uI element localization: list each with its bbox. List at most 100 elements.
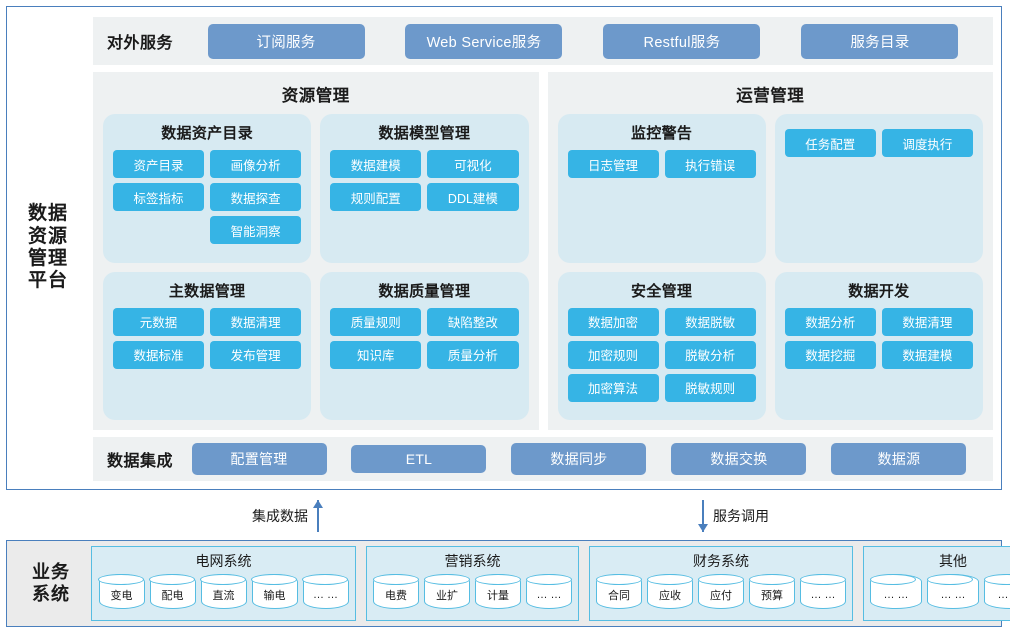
- card-monitoring-alerts[interactable]: 监控警告 日志管理 执行错误: [557, 114, 766, 263]
- card-security-management[interactable]: 安全管理 数据加密 数据脱敏 加密规则 脱敏分析 加密算法 脱敏规则: [557, 271, 766, 420]
- data-integration-button[interactable]: 数据同步: [511, 443, 647, 475]
- data-integration-button[interactable]: 数据源: [831, 443, 967, 475]
- panel-card-grid: 数据资产目录 资产目录 画像分析 标签指标 数据探查 智能洞察: [103, 114, 529, 420]
- tag[interactable]: 质量分析: [427, 340, 519, 369]
- database-icon[interactable]: … …: [525, 573, 572, 609]
- data-integration-button[interactable]: 数据交换: [671, 443, 807, 475]
- database-label: 合同: [608, 590, 630, 602]
- panel-title: 资源管理: [281, 87, 350, 105]
- database-label: 预算: [761, 590, 783, 602]
- database-icon[interactable]: 合同: [595, 573, 642, 609]
- data-integration-button[interactable]: ETL: [351, 445, 487, 473]
- panel-card-grid: 监控警告 日志管理 执行错误 任务配置 调度执行: [557, 114, 983, 420]
- database-label: … …: [997, 589, 1010, 601]
- data-integration-buttons: 配置管理 ETL 数据同步 数据交换 数据源: [173, 443, 979, 475]
- database-icon[interactable]: … …: [983, 573, 1010, 609]
- business-systems-title-line: 系统: [32, 583, 70, 604]
- business-group-finance: 财务系统 合同 应收 应付 预算 … …: [589, 546, 853, 621]
- card-task-scheduling[interactable]: 任务配置 调度执行: [774, 114, 983, 263]
- tag[interactable]: 调度执行: [881, 129, 973, 157]
- database-row: … … … … … …: [869, 573, 1010, 609]
- card-title: 数据模型管理: [378, 125, 471, 142]
- tag[interactable]: 数据探查: [210, 183, 302, 211]
- tag[interactable]: 脱敏分析: [664, 340, 756, 369]
- tag[interactable]: 数据标准: [113, 340, 205, 369]
- database-icon[interactable]: 直流: [200, 573, 247, 609]
- connector-label: 集成数据: [252, 508, 308, 524]
- external-service-button[interactable]: 订阅服务: [207, 23, 365, 59]
- database-icon[interactable]: 应收: [646, 573, 693, 609]
- tag[interactable]: 执行错误: [664, 150, 756, 178]
- card-title: 数据质量管理: [378, 282, 471, 300]
- arrow-up-icon: [312, 500, 324, 532]
- tag-grid: 任务配置 调度执行: [784, 129, 973, 157]
- tag[interactable]: 元数据: [113, 307, 205, 336]
- tag[interactable]: 加密规则: [567, 340, 659, 369]
- tag[interactable]: 知识库: [330, 340, 422, 369]
- tag[interactable]: 质量规则: [330, 307, 422, 336]
- card-data-development[interactable]: 数据开发 数据分析 数据清理 数据挖掘 数据建模: [774, 271, 983, 420]
- tag[interactable]: 数据加密: [567, 307, 659, 336]
- database-label: 业扩: [436, 590, 458, 602]
- card-data-model-management[interactable]: 数据模型管理 数据建模 可视化 规则配置 DDL建模: [320, 114, 529, 263]
- business-group-title: 营销系统: [444, 553, 501, 569]
- business-group-title: 财务系统: [693, 553, 749, 569]
- connector-zone: 集成数据 服务调用: [0, 492, 1010, 540]
- tag-grid: 日志管理 执行错误: [567, 150, 756, 178]
- tag[interactable]: 发布管理: [210, 340, 302, 369]
- database-icon[interactable]: 输电: [251, 573, 298, 609]
- card-master-data-management[interactable]: 主数据管理 元数据 数据清理 数据标准 发布管理: [103, 271, 312, 420]
- tag[interactable]: 数据挖掘: [784, 340, 876, 369]
- database-icon[interactable]: 电费: [372, 573, 419, 609]
- database-icon[interactable]: 预算: [748, 573, 795, 609]
- business-group-title: 其他: [939, 553, 967, 569]
- external-service-button[interactable]: Web Service服务: [405, 23, 563, 59]
- tag[interactable]: 脱敏规则: [664, 373, 756, 402]
- database-icon[interactable]: 应付: [697, 573, 744, 609]
- database-label: … …: [810, 589, 836, 601]
- card-title: 数据资产目录: [161, 125, 254, 142]
- database-label: 输电: [263, 590, 286, 602]
- tag[interactable]: 加密算法: [567, 373, 659, 402]
- tag[interactable]: 任务配置: [784, 129, 876, 157]
- database-icon[interactable]: 计量: [474, 573, 521, 609]
- tag[interactable]: 日志管理: [567, 150, 659, 178]
- tag[interactable]: 可视化: [427, 150, 519, 178]
- tag[interactable]: 缺陷整改: [427, 307, 519, 336]
- database-icon[interactable]: … …: [302, 573, 349, 609]
- external-services-band: 对外服务 订阅服务 Web Service服务 Restful服务 服务目录: [93, 17, 993, 65]
- external-service-button[interactable]: Restful服务: [603, 23, 761, 59]
- tag[interactable]: 数据清理: [210, 307, 302, 336]
- tag[interactable]: DDL建模: [427, 183, 519, 211]
- tag[interactable]: 数据清理: [881, 307, 973, 336]
- tag[interactable]: 数据建模: [881, 340, 973, 369]
- card-data-quality-management[interactable]: 数据质量管理 质量规则 缺陷整改 知识库 质量分析: [320, 271, 529, 420]
- platform-title-line: 数据: [27, 203, 68, 225]
- card-title: 安全管理: [631, 282, 693, 300]
- tag-grid: 质量规则 缺陷整改 知识库 质量分析: [330, 307, 519, 369]
- tag-grid: 元数据 数据清理 数据标准 发布管理: [113, 307, 302, 369]
- database-icon[interactable]: 配电: [149, 573, 196, 609]
- card-title: 监控警告: [631, 125, 693, 142]
- tag[interactable]: 数据脱敏: [664, 307, 756, 336]
- database-icon[interactable]: 业扩: [423, 573, 470, 609]
- database-row: 电费 业扩 计量 … …: [372, 573, 572, 609]
- tag[interactable]: 数据分析: [784, 307, 876, 336]
- database-icon[interactable]: 变电: [98, 573, 145, 609]
- database-icon[interactable]: … …: [869, 573, 922, 609]
- database-icon[interactable]: … …: [926, 573, 979, 609]
- tag[interactable]: 标签指标: [113, 183, 205, 211]
- card-data-asset-catalog[interactable]: 数据资产目录 资产目录 画像分析 标签指标 数据探查 智能洞察: [103, 114, 312, 263]
- database-label: … …: [940, 589, 966, 601]
- tag[interactable]: 画像分析: [210, 150, 302, 178]
- tag[interactable]: 数据建模: [330, 150, 422, 178]
- data-integration-band: 数据集成 配置管理 ETL 数据同步 数据交换 数据源: [93, 437, 993, 481]
- database-label: 应收: [659, 590, 681, 602]
- external-service-button[interactable]: 服务目录: [801, 23, 959, 59]
- card-title: 数据开发: [848, 282, 910, 300]
- database-icon[interactable]: … …: [799, 573, 846, 609]
- tag[interactable]: 规则配置: [330, 183, 422, 211]
- tag[interactable]: 资产目录: [113, 150, 205, 178]
- data-integration-button[interactable]: 配置管理: [191, 443, 327, 475]
- tag[interactable]: 智能洞察: [210, 216, 302, 244]
